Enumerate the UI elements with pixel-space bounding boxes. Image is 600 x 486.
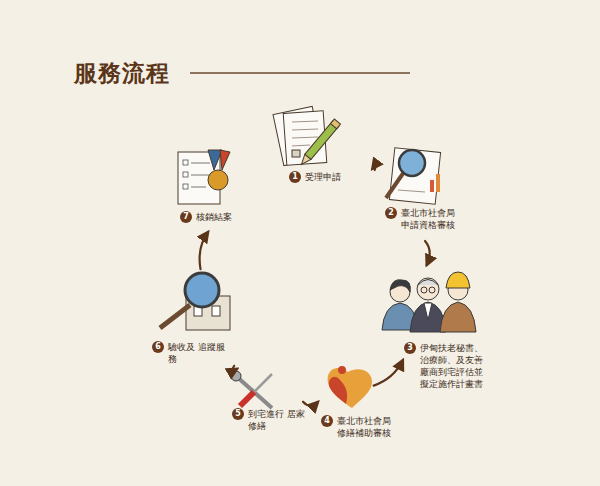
- step-number: 7: [180, 211, 192, 223]
- step-text: 受理申請: [305, 171, 369, 183]
- inspection-icon: [160, 273, 230, 330]
- step-label: 3 伊甸扶老秘書、 治療師、及友善 廠商到宅評估並 擬定施作計畫書: [404, 342, 484, 390]
- step-label: 1 受理申請: [289, 171, 369, 183]
- step-label: 5 到宅進行 居家修繕: [232, 408, 312, 432]
- flow-arrow: [303, 402, 318, 406]
- process-step: 3 伊甸扶老秘書、 治療師、及友善 廠商到宅評估並 擬定施作計畫書: [376, 268, 487, 402]
- flow-arrow: [425, 241, 430, 265]
- step-text: 核銷結案: [196, 211, 260, 223]
- subsidy-review-icon: [328, 366, 372, 408]
- process-step: 1 受理申請: [268, 103, 372, 189]
- assessment-team-icon: [382, 272, 476, 332]
- flow-arrow: [372, 166, 375, 170]
- step-text: 臺北市社會局 修繕補助審核: [337, 415, 401, 439]
- step-text: 臺北市社會局 申請資格審核: [401, 207, 465, 231]
- diagram-title: 服務流程: [74, 58, 170, 89]
- application-icon: [273, 106, 340, 167]
- step-label: 6 驗收及 追蹤服務: [152, 341, 232, 365]
- step-text: 驗收及 追蹤服務: [168, 341, 232, 365]
- step-text: 到宅進行 居家修繕: [248, 408, 312, 432]
- step-number: 4: [321, 415, 333, 427]
- process-step: 7 核銷結案: [172, 143, 263, 229]
- process-step: 4 臺北市社會局 修繕補助審核: [306, 362, 404, 442]
- review-icon: [386, 148, 441, 205]
- flow-arrow: [374, 360, 403, 386]
- process-step: 6 驗收及 追蹤服務: [145, 272, 235, 368]
- process-step: 5 到宅進行 居家修繕: [222, 368, 315, 435]
- step-number: 6: [152, 341, 164, 353]
- title-rule: [190, 72, 410, 73]
- step-number: 3: [404, 342, 416, 354]
- step-text: 伊甸扶老秘書、 治療師、及友善 廠商到宅評估並 擬定施作計畫書: [420, 342, 484, 390]
- step-number: 5: [232, 408, 244, 420]
- step-label: 2 臺北市社會局 申請資格審核: [385, 207, 465, 231]
- flow-arrow: [200, 232, 209, 269]
- step-label: 4 臺北市社會局 修繕補助審核: [321, 415, 401, 439]
- closing-icon: [178, 150, 230, 204]
- step-number: 2: [385, 207, 397, 219]
- step-number: 1: [289, 171, 301, 183]
- flow-arrow: [233, 366, 238, 371]
- repair-tools-icon: [231, 371, 272, 408]
- process-step: 2 臺北市社會局 申請資格審核: [375, 143, 468, 238]
- step-label: 7 核銷結案: [180, 211, 260, 223]
